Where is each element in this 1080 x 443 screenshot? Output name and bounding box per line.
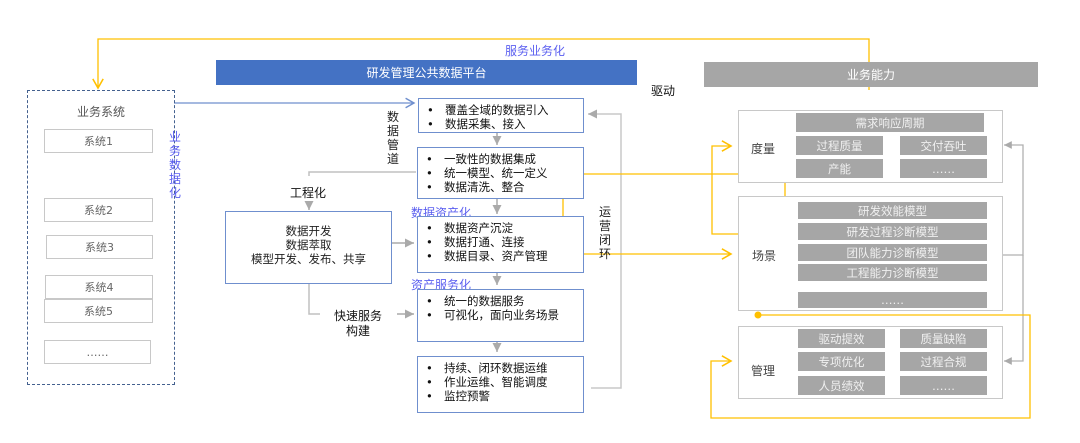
service-businessization-label: 服务业务化 xyxy=(505,44,566,58)
flow-item: 数据采集、接入 xyxy=(427,117,583,131)
capability-cell[interactable]: 研发效能模型 xyxy=(798,202,987,219)
capability-cell[interactable]: 交付吞吐 xyxy=(900,136,987,155)
flow-item: 一致性的数据集成 xyxy=(426,152,583,166)
drive-label: 驱动 xyxy=(651,84,676,98)
flow-item: 监控预警 xyxy=(426,389,583,403)
capability-cell[interactable]: 工程能力诊断模型 xyxy=(798,264,987,281)
capability-cell[interactable]: 专项优化 xyxy=(798,352,885,371)
system-box[interactable]: 系统5 xyxy=(44,299,153,323)
flow-item: 数据资产沉淀 xyxy=(426,221,583,235)
capability-cell[interactable]: 驱动提效 xyxy=(798,329,885,348)
system-box[interactable]: …… xyxy=(44,340,151,364)
flow-item: 作业运维、智能调度 xyxy=(426,375,583,389)
capability-cell[interactable]: 团队能力诊断模型 xyxy=(798,244,987,261)
loop-junction-dot xyxy=(754,311,762,319)
fast-service-build-line1: 快速服务 xyxy=(334,309,383,323)
system-box[interactable]: 系统3 xyxy=(46,235,153,259)
capability-cell[interactable]: …… xyxy=(798,292,987,308)
business-datafication-label: 业务数据化 xyxy=(168,130,181,200)
flow-box-data-ingest: 覆盖全域的数据引入 数据采集、接入 xyxy=(418,98,584,133)
flow-box-data-ops: 持续、闭环数据运维 作业运维、智能调度 监控预警 xyxy=(417,356,584,413)
flow-box-data-assets: 数据资产沉淀 数据打通、连接 数据目录、资产管理 xyxy=(417,216,584,273)
capability-cell[interactable]: 过程合规 xyxy=(900,352,987,371)
flow-box-data-service: 统一的数据服务 可视化，面向业务场景 xyxy=(417,289,584,342)
capability-measure-label: 度量 xyxy=(751,142,776,156)
flow-box-data-integration: 一致性的数据集成 统一模型、统一定义 数据清洗、整合 xyxy=(417,147,584,199)
capability-scenario-label: 场景 xyxy=(752,249,777,263)
system-box[interactable]: 系统1 xyxy=(44,129,153,153)
system-box[interactable]: 系统2 xyxy=(44,198,153,222)
capability-cell[interactable]: 产能 xyxy=(796,159,883,178)
capability-cell[interactable]: 研发过程诊断模型 xyxy=(798,223,987,240)
flow-item: 数据目录、资产管理 xyxy=(426,249,583,263)
dev-line: 模型开发、发布、共享 xyxy=(251,252,366,266)
capability-cell[interactable]: 人员绩效 xyxy=(798,376,885,395)
capability-cell[interactable]: 过程质量 xyxy=(796,136,883,155)
capability-management-label: 管理 xyxy=(751,364,776,378)
capability-banner: 业务能力 xyxy=(704,62,1038,87)
business-systems-title: 业务系统 xyxy=(76,105,125,119)
flow-item: 持续、闭环数据运维 xyxy=(426,361,583,375)
fast-service-build-label: 快速服务 构建 xyxy=(334,309,382,339)
data-pipeline-label: 数据管道 xyxy=(386,110,399,166)
capability-cell[interactable]: …… xyxy=(900,159,987,178)
capability-cell[interactable]: …… xyxy=(900,376,987,395)
asset-servicization-label: 资产服务化 xyxy=(411,278,472,292)
flow-item: 统一的数据服务 xyxy=(426,294,583,308)
flow-item: 数据清洗、整合 xyxy=(426,180,583,194)
business-systems-frame: 业务系统 xyxy=(27,90,175,385)
dev-line: 数据萃取 xyxy=(285,238,332,252)
flow-item: 覆盖全域的数据引入 xyxy=(427,103,583,117)
data-dev-box: 数据开发 数据萃取 模型开发、发布、共享 xyxy=(225,211,392,284)
capability-cell[interactable]: 需求响应周期 xyxy=(796,113,984,132)
platform-banner: 研发管理公共数据平台 xyxy=(216,60,637,85)
operation-loop-label: 运营闭环 xyxy=(598,205,611,261)
flow-item: 数据打通、连接 xyxy=(426,235,583,249)
flow-item: 统一模型、统一定义 xyxy=(426,166,583,180)
dev-line: 数据开发 xyxy=(285,224,332,238)
flow-item: 可视化，面向业务场景 xyxy=(426,308,583,322)
system-box[interactable]: 系统4 xyxy=(45,275,153,299)
capability-cell[interactable]: 质量缺陷 xyxy=(900,329,987,348)
engineering-label: 工程化 xyxy=(290,186,327,200)
fast-service-build-line2: 构建 xyxy=(346,324,371,338)
